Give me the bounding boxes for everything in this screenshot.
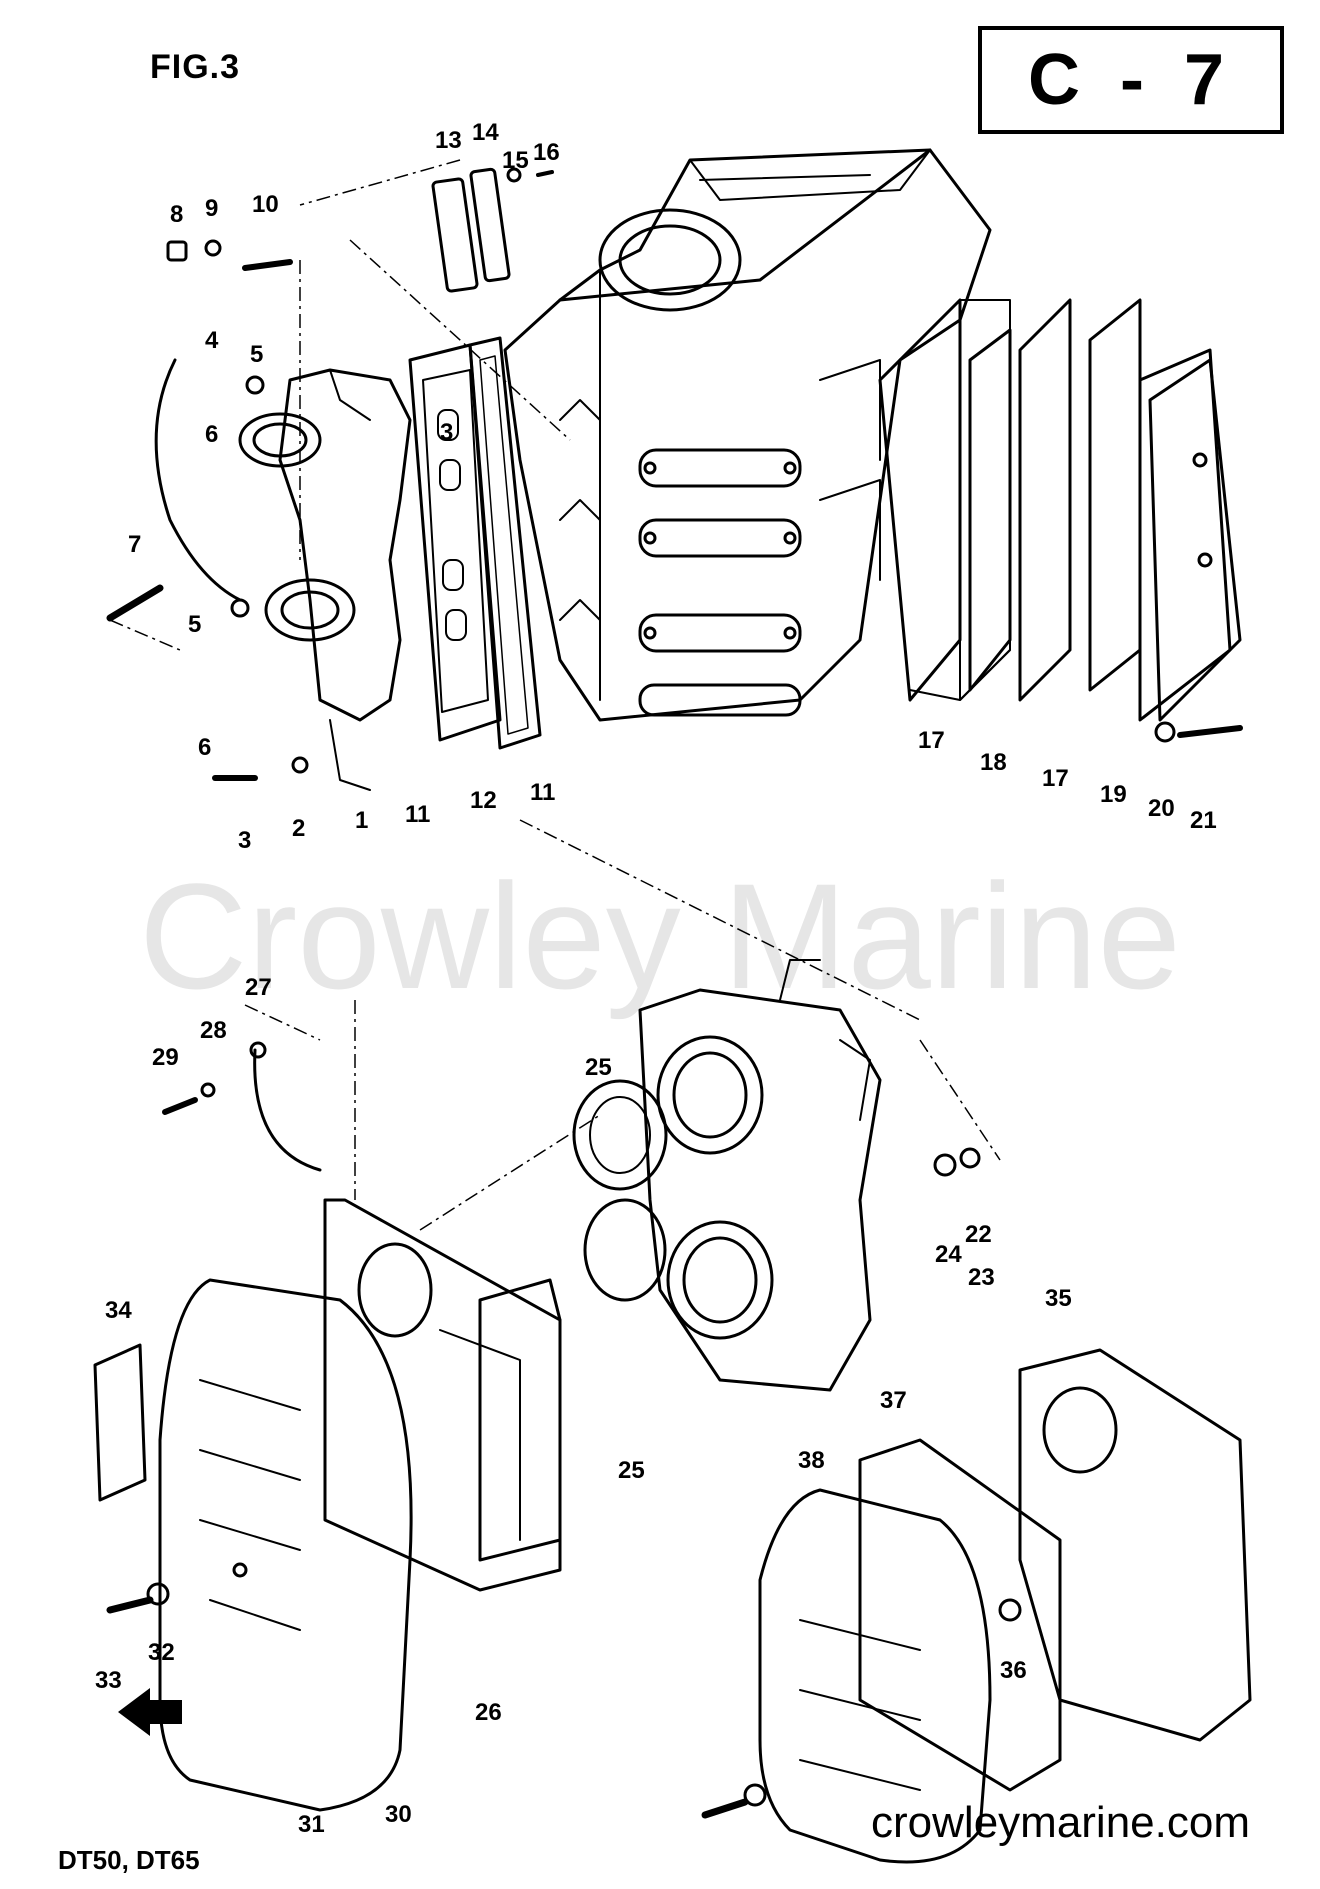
- callout-17-right: 17: [1042, 765, 1069, 792]
- silencer-case: [478, 1278, 562, 1562]
- reed-stopper: [431, 167, 554, 293]
- callout-33: 33: [95, 1667, 122, 1694]
- callout-14: 14: [472, 119, 499, 146]
- callout-7: 7: [128, 531, 141, 558]
- callout-30: 30: [385, 1801, 412, 1828]
- callout-8: 8: [170, 201, 183, 228]
- callout-25-lower: 25: [618, 1457, 645, 1484]
- callout-37: 37: [880, 1387, 907, 1414]
- hose-clamp: [162, 1041, 322, 1172]
- callout-22: 22: [965, 1221, 992, 1248]
- exhaust-cover: [1148, 358, 1242, 722]
- callout-31: 31: [298, 1811, 325, 1838]
- callout-17-left: 17: [918, 727, 945, 754]
- carburetor-nuts: [933, 1147, 981, 1177]
- callout-3: 3: [238, 827, 251, 854]
- cylinder-block: [503, 148, 992, 722]
- callout-10: 10: [252, 191, 279, 218]
- silencer-gasket-right: [858, 1438, 1062, 1792]
- model-list: DT50, DT65: [58, 1845, 200, 1875]
- callout-19: 19: [1100, 781, 1127, 808]
- cylinder-block-ports: [638, 448, 802, 717]
- callout-28: 28: [200, 1017, 227, 1044]
- callout-13: 13: [435, 127, 462, 154]
- callout-21: 21: [1190, 807, 1217, 834]
- callout-4: 4: [205, 327, 219, 354]
- silencer-cover-right: [758, 1488, 1022, 1864]
- callout-24: 24: [935, 1241, 962, 1268]
- callout-32: 32: [148, 1639, 175, 1666]
- callout-3-second: 3: [440, 419, 453, 446]
- callout-6-lower: 6: [198, 734, 211, 761]
- silencer-cover: [158, 1278, 413, 1812]
- callout-16: 16: [533, 139, 560, 166]
- callout-23: 23: [968, 1264, 995, 1291]
- callout-20: 20: [1148, 795, 1175, 822]
- callout-38: 38: [798, 1447, 825, 1474]
- callout-6-upper: 6: [205, 421, 218, 448]
- callout-34: 34: [105, 1297, 132, 1324]
- callout-15: 15: [502, 147, 529, 174]
- callout-27: 27: [245, 974, 272, 1001]
- cover-bolt-right: [701, 1783, 767, 1819]
- exhaust-cover-bolts: [1154, 721, 1243, 743]
- manifold-gasket: [468, 336, 542, 750]
- cover-bolt: [106, 1582, 170, 1614]
- callout-12: 12: [470, 787, 497, 814]
- exhaust-gaskets: [878, 298, 1232, 722]
- forward-arrow-icon: [118, 1688, 182, 1736]
- silencer-case-right: [1018, 1348, 1252, 1742]
- callout-5-lower: 5: [188, 611, 201, 638]
- callout-11-right: 11: [530, 779, 555, 806]
- site-url: crowleymarine.com: [871, 1798, 1250, 1847]
- callout-35: 35: [1045, 1285, 1072, 1312]
- callout-9: 9: [205, 195, 218, 222]
- callout-25-upper: 25: [585, 1054, 612, 1081]
- callout-5-upper: 5: [250, 341, 263, 368]
- page-code: C - 7: [978, 26, 1284, 134]
- manifold-fasteners: [106, 239, 309, 781]
- callout-18: 18: [980, 749, 1007, 776]
- callout-2: 2: [292, 815, 305, 842]
- carburetor: [638, 959, 882, 1392]
- alignment-lines: [109, 159, 1001, 1231]
- silencer-case-gasket: [323, 1198, 562, 1592]
- callout-11-left: 11: [405, 801, 430, 828]
- callout-36: 36: [1000, 1657, 1027, 1684]
- figure-label: FIG.3: [150, 48, 241, 86]
- callout-29: 29: [152, 1044, 179, 1071]
- carburetor-gasket: [572, 1079, 668, 1302]
- watermark: Crowley Marine: [139, 852, 1181, 1020]
- intake-manifold: [238, 368, 412, 791]
- callout-1: 1: [355, 807, 368, 834]
- reed-valve-plate: [408, 343, 502, 742]
- caution-label: [93, 1343, 147, 1502]
- callout-26: 26: [475, 1699, 502, 1726]
